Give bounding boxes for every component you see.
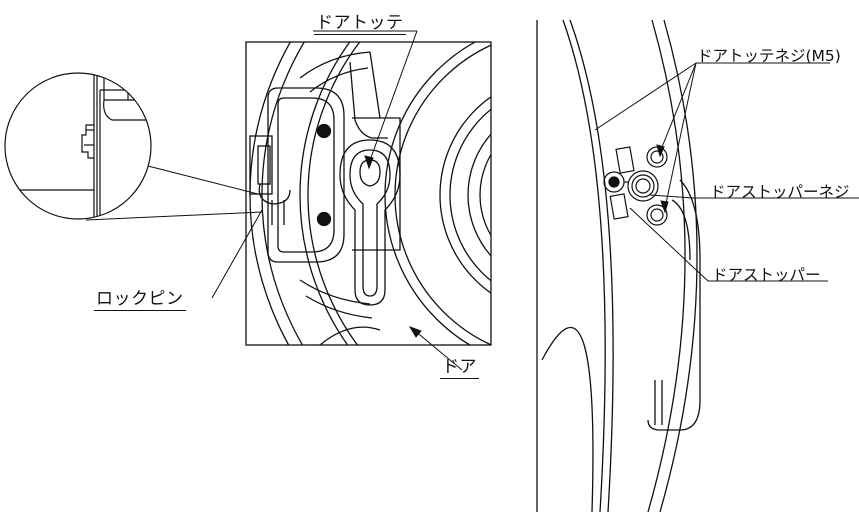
door-side-view — [536, 19, 701, 512]
middle-leaders — [211, 30, 463, 371]
label-door-handle-screw: ドアトッテネジ(M5) — [697, 47, 841, 65]
label-door-stopper-screw: ドアストッパーネジ — [710, 183, 850, 201]
magnifier-connectors — [85, 165, 263, 221]
right-leaders — [594, 62, 859, 282]
door-stopper-assembly — [603, 146, 668, 226]
latch-housing — [249, 87, 345, 263]
door-handle-shape — [339, 117, 401, 306]
label-door-stopper: ドアストッパー — [712, 266, 821, 284]
lock-pin-detail — [81, 124, 94, 159]
detail-magnifier — [4, 72, 152, 220]
label-lock-pin: ロックピン — [94, 284, 186, 311]
door-front-view — [245, 41, 492, 346]
label-door: ドア — [440, 352, 479, 379]
label-door-handle: ドアトッテ — [314, 8, 406, 35]
